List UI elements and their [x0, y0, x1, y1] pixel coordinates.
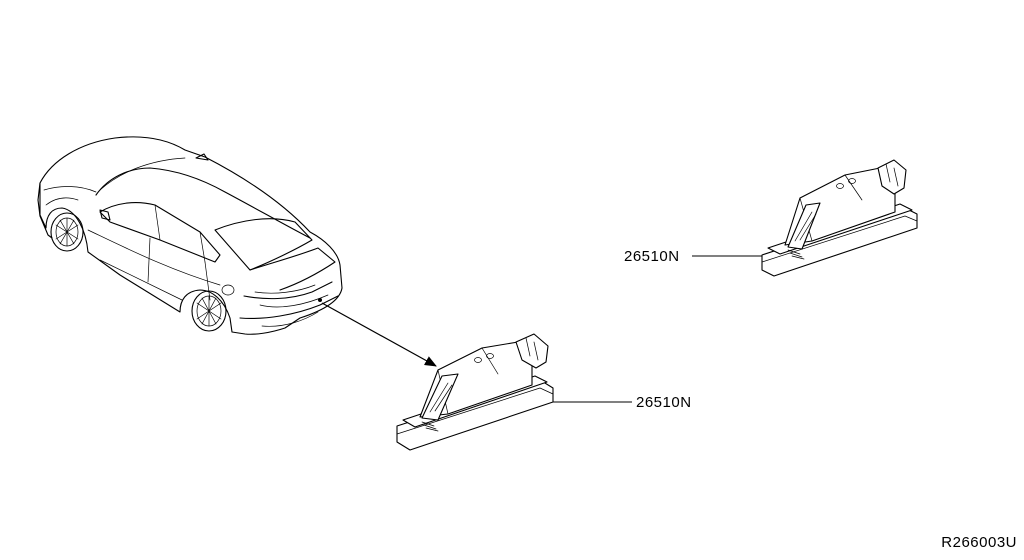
vehicle-illustration — [37, 136, 343, 335]
location-arrow — [321, 302, 437, 367]
license-lamp-lower — [396, 333, 554, 451]
part-number-label-lower: 26510N — [636, 394, 692, 411]
part-number-label-upper: 26510N — [624, 248, 680, 265]
diagram-reference-code: R266003U — [941, 534, 1017, 551]
license-lamp-upper — [761, 159, 918, 277]
